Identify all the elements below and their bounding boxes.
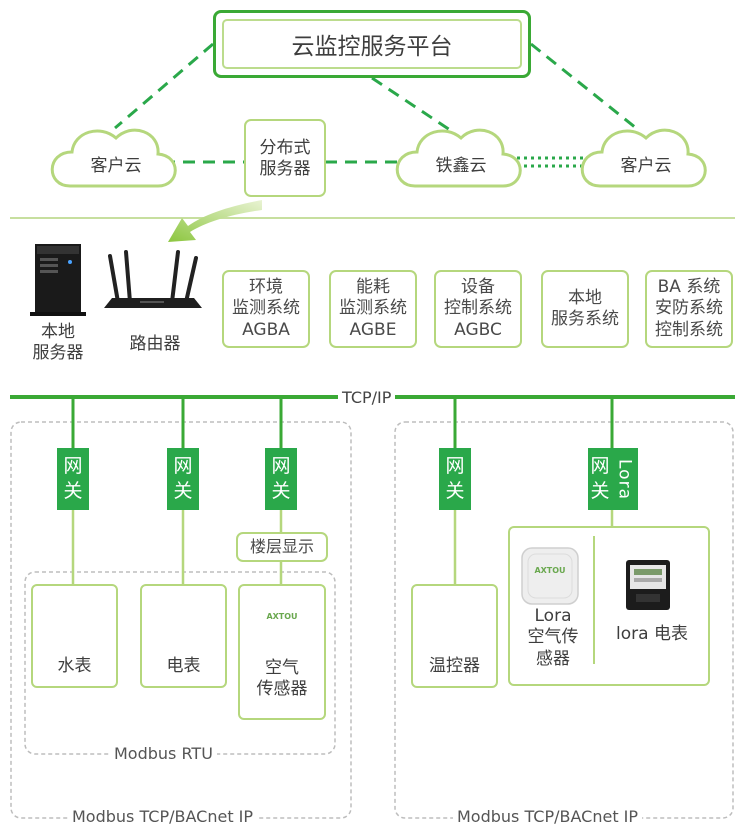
device-air-sensor: 空气 传感器 xyxy=(238,584,326,720)
device-water-meter-label: 水表 xyxy=(57,656,92,676)
system-ba-security: BA 系统 安防系统 控制系统 xyxy=(645,270,733,348)
device-thermostat: 温控器 xyxy=(411,584,498,688)
gateway-4: 网 关 xyxy=(439,448,471,510)
device-lora-air-sensor-label: Lora 空气传 感器 xyxy=(527,606,579,669)
gateway-lora: 网 关 Lora xyxy=(588,448,638,510)
cloud-customer-left-label: 客户云 xyxy=(90,156,142,176)
device-air-sensor-label: 空气 传感器 xyxy=(256,658,308,700)
server-tower-icon xyxy=(30,244,86,316)
gateway-char: 网 xyxy=(445,455,465,478)
gateway-lora-label: Lora xyxy=(614,458,635,500)
dotted-link xyxy=(510,156,588,168)
gateway-char: 关 xyxy=(271,480,291,502)
distributed-server-box xyxy=(244,119,326,197)
gateway-3: 网 关 xyxy=(265,448,297,510)
gateway-char: 网 xyxy=(590,455,610,478)
cloud-tiexin-label: 铁鑫云 xyxy=(435,156,487,176)
floor-display-box: 楼层显示 xyxy=(236,532,328,562)
lora-device-group xyxy=(508,526,710,686)
cloud-customer-left-icon xyxy=(50,128,177,188)
gateway-char: 关 xyxy=(445,480,465,502)
cloud-customer-right-icon xyxy=(580,128,707,188)
gateway-char: 网 xyxy=(63,455,83,478)
device-lora-meter-label: lora 电表 xyxy=(616,624,688,644)
sensor-brand-left: AXTOU xyxy=(266,612,298,621)
device-thermostat-label: 温控器 xyxy=(429,656,480,676)
tcpip-label: TCP/IP xyxy=(338,388,396,407)
router-icon xyxy=(104,250,202,308)
device-electric-meter: 电表 xyxy=(140,584,227,688)
distributed-server-label: 分布式 服务器 xyxy=(259,138,311,180)
cloud-platform-box: 云监控服务平台 xyxy=(213,10,531,78)
lora-air-sensor-icon xyxy=(521,547,579,605)
sensor-brand-right: AXTOU xyxy=(534,566,566,575)
router-label: 路由器 xyxy=(129,334,181,354)
system-local-service: 本地 服务系统 xyxy=(541,270,629,348)
gateway-char: 关 xyxy=(173,480,193,502)
gateway-lora-chars: 网 关 xyxy=(590,454,609,503)
system-env-monitor: 环境 监测系统 AGBA xyxy=(222,270,310,348)
vertical-links-light xyxy=(71,510,614,584)
gateway-char: 网 xyxy=(271,455,291,478)
left-group-protocol-label: Modbus TCP/BACnet IP xyxy=(68,807,258,826)
cloud-tiexin-icon xyxy=(395,128,522,188)
local-server-label: 本地 服务器 xyxy=(32,322,84,364)
lora-meter-icon xyxy=(626,560,670,610)
gateway-char: 关 xyxy=(590,480,610,502)
gateway-2: 网 关 xyxy=(167,448,199,510)
gateway-char: 关 xyxy=(63,480,83,502)
cloud-customer-right-label: 客户云 xyxy=(620,156,672,176)
right-group-protocol-label: Modbus TCP/BACnet IP xyxy=(453,807,643,826)
download-arrow-icon xyxy=(168,200,262,242)
device-electric-meter-label: 电表 xyxy=(166,656,201,676)
system-energy-monitor: 能耗 监测系统 AGBE xyxy=(329,270,417,348)
modbus-rtu-border xyxy=(24,571,336,755)
vertical-links xyxy=(71,397,614,448)
device-water-meter: 水表 xyxy=(31,584,118,688)
platform-links xyxy=(114,42,637,164)
gateway-char: 网 xyxy=(173,455,193,478)
modbus-rtu-label: Modbus RTU xyxy=(110,744,217,763)
gateway-1: 网 关 xyxy=(57,448,89,510)
system-device-control: 设备 控制系统 AGBC xyxy=(434,270,522,348)
platform-title: 云监控服务平台 xyxy=(222,19,522,69)
